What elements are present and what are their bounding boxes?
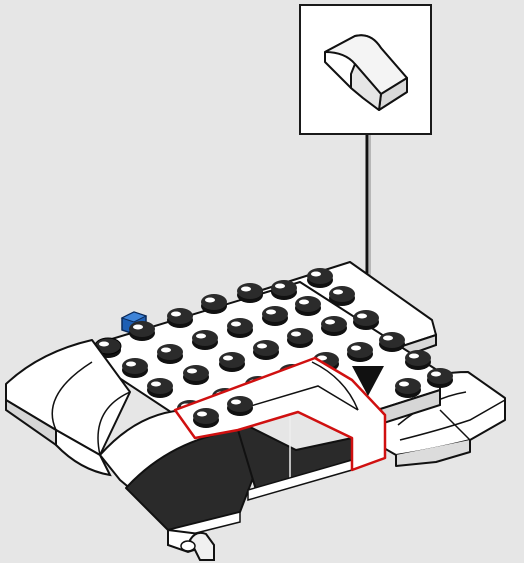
stud xyxy=(122,358,148,378)
stud xyxy=(307,268,333,288)
stud xyxy=(271,280,297,300)
stud xyxy=(262,306,288,326)
stud xyxy=(201,294,227,314)
stud xyxy=(227,396,253,416)
stud xyxy=(379,332,405,352)
stud xyxy=(321,316,347,336)
stud xyxy=(253,340,279,360)
stud xyxy=(147,378,173,398)
stud xyxy=(219,352,245,372)
stud xyxy=(395,378,421,398)
stud xyxy=(193,408,219,428)
stud xyxy=(295,296,321,316)
stud xyxy=(167,308,193,328)
stud xyxy=(287,328,313,348)
stud xyxy=(237,283,263,303)
bottom-supports xyxy=(168,530,214,560)
stud xyxy=(129,321,155,341)
stud xyxy=(183,365,209,385)
stud xyxy=(157,344,183,364)
stud xyxy=(405,350,431,370)
stud xyxy=(227,318,253,338)
stud xyxy=(192,330,218,350)
stud xyxy=(329,286,355,306)
stud xyxy=(347,342,373,362)
stud xyxy=(427,368,453,388)
stud xyxy=(353,310,379,330)
